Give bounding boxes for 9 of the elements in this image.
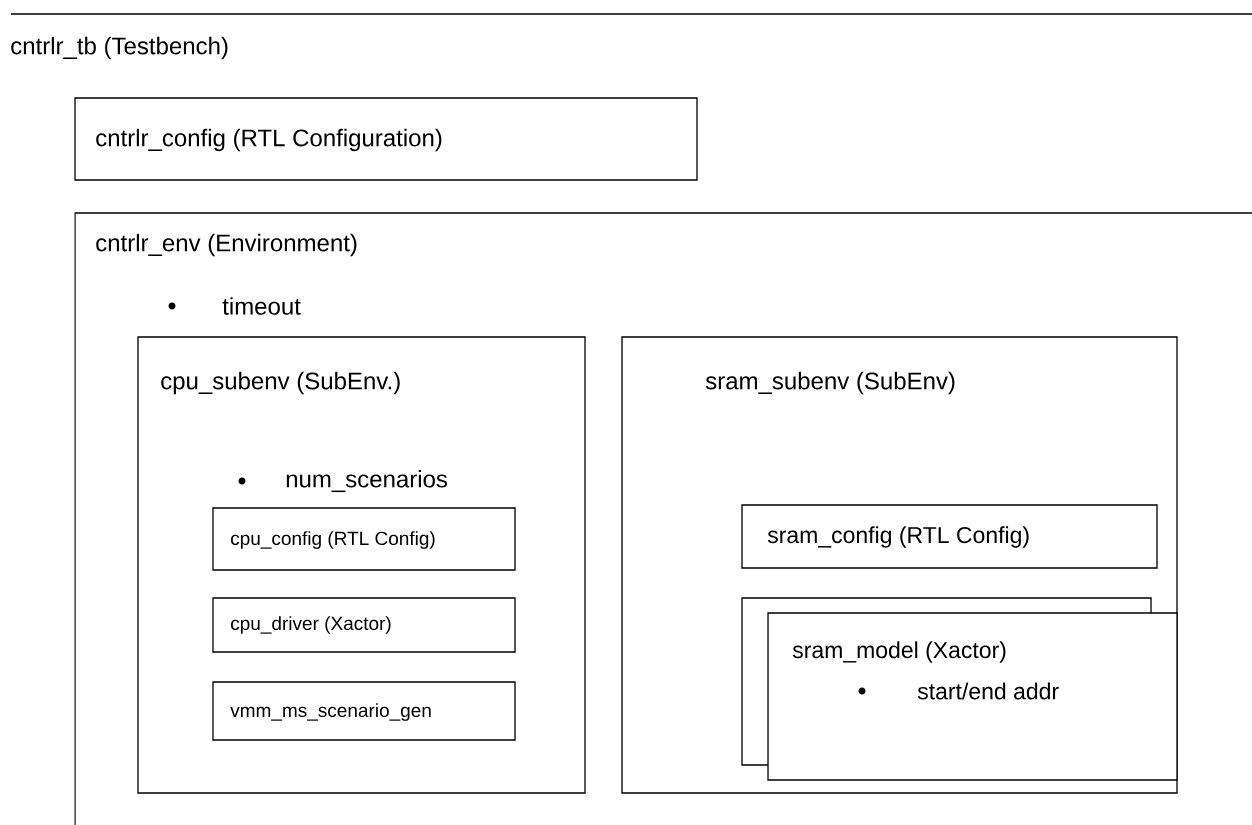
heading: cntrlr_tb (Testbench) [11,36,228,60]
node-label: timeout [222,297,301,315]
box: cntrlr_config (RTL Configuration) [74,97,698,181]
box: cpu_config (RTL Config) [212,507,516,571]
box: cpu_driver (Xactor) [212,597,516,653]
box: vmm_ms_scenario_gen [212,681,516,741]
node-label: cntrlr_env (Environment) [96,233,357,257]
stacked-box: sram_model (Xactor) start/end addr [741,597,1178,781]
box: sram_config (RTL Config) [741,504,1158,569]
